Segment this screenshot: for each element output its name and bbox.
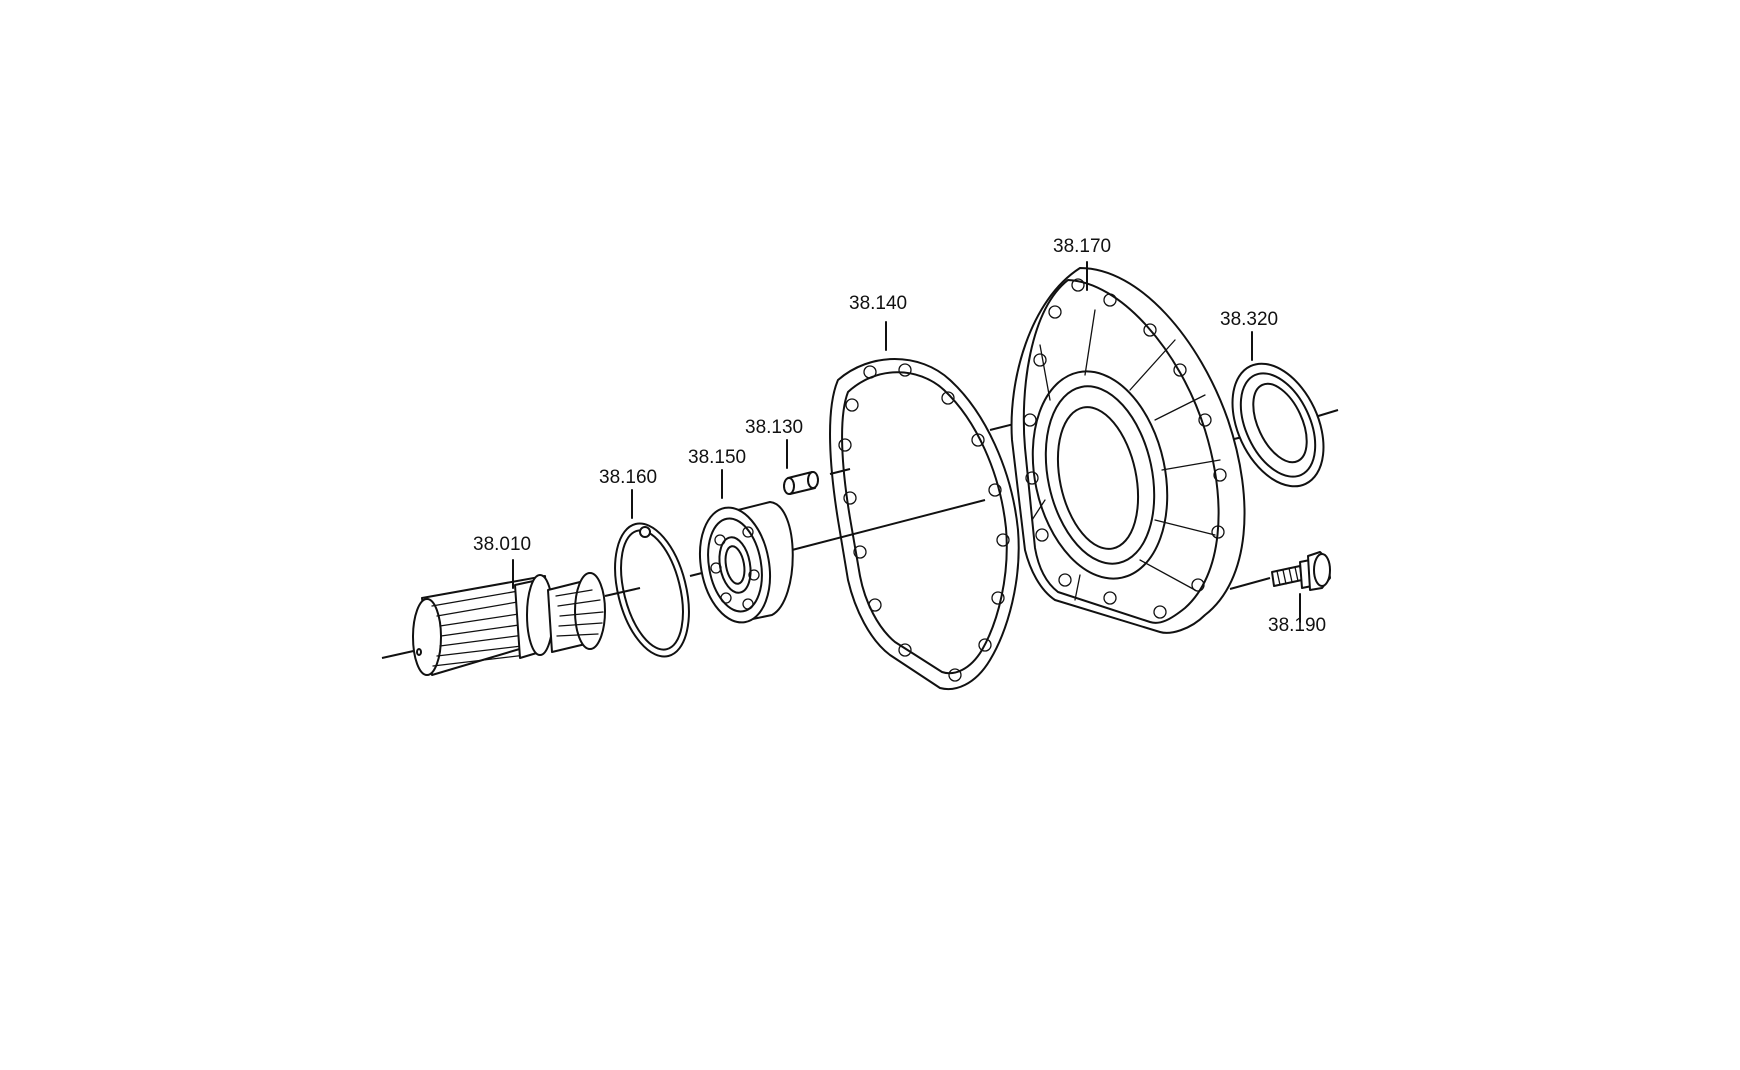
label-38-150: 38.150: [688, 447, 746, 468]
housing-cover-icon: [1010, 267, 1246, 634]
splined-shaft-icon: [412, 572, 606, 676]
label-38-140: 38.140: [849, 293, 907, 314]
label-38-010: 38.010: [473, 534, 531, 555]
label-38-130: 38.130: [745, 417, 803, 438]
pin-axis: [829, 419, 1031, 475]
hex-screw-icon: [1271, 551, 1331, 591]
part-labels: 38.010 38.160 38.150 38.130 38.140 38.17…: [473, 236, 1326, 636]
ball-bearing-icon: [699, 501, 794, 624]
cylindrical-pin-icon: [783, 471, 819, 495]
leader-lines: [512, 261, 1301, 623]
label-38-190: 38.190: [1268, 615, 1326, 636]
shaft-seal-icon: [1231, 362, 1325, 488]
label-38-170: 38.170: [1053, 236, 1111, 257]
gasket-icon: [829, 358, 1020, 690]
label-38-320: 38.320: [1220, 309, 1278, 330]
retaining-ring-icon: [614, 522, 690, 658]
label-38-160: 38.160: [599, 467, 657, 488]
